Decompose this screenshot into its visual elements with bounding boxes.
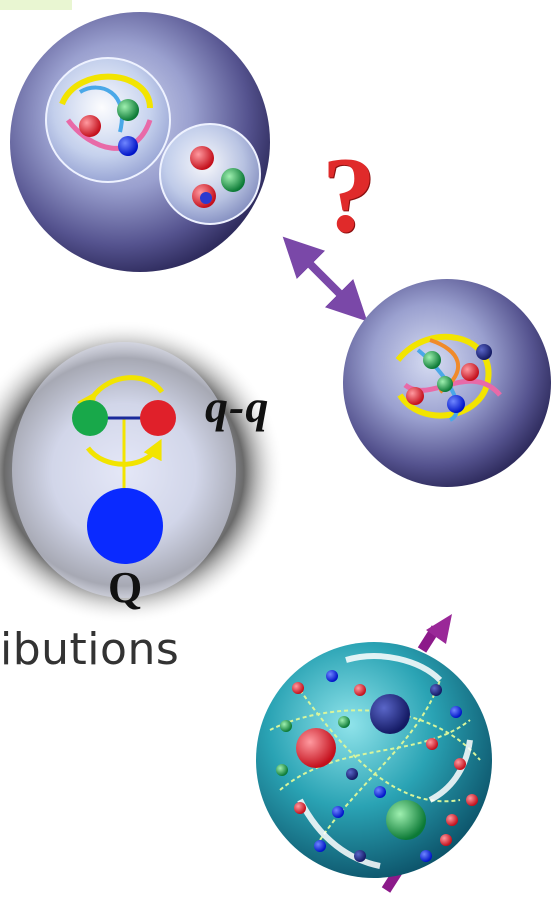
diquark-label: q-q (205, 381, 270, 432)
heavy-quark-diquark-icon (0, 320, 284, 624)
nucleon-spin-structure-icon (256, 614, 492, 893)
heavy-quark-label: Q (108, 563, 143, 612)
question-mark-label: ? (322, 136, 376, 255)
slide-text-fragment: ibutions (0, 624, 180, 675)
hadron-molecule-icon (10, 12, 270, 272)
header-tab-strip (0, 0, 72, 10)
compact-multiquark-icon (343, 279, 551, 487)
double-arrow-icon (282, 236, 368, 322)
